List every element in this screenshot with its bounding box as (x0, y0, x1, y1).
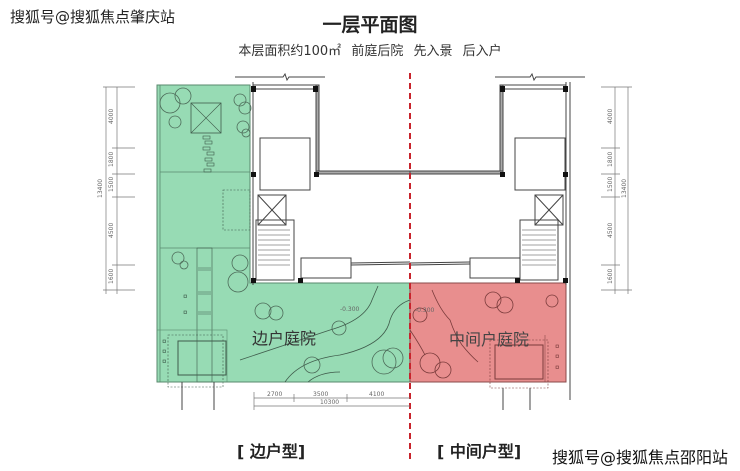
dim-h-0: 2700 (267, 391, 282, 398)
elevation-mark-end: -0.300 (340, 306, 360, 313)
subtitle-area: 本层面积约100㎡ (238, 44, 342, 59)
dim-v-left-2: 1500 (108, 177, 115, 192)
subtitle-view: 先入景 (413, 44, 453, 59)
watermark-top: 搜狐号@搜狐焦点肇庆站 (10, 8, 176, 26)
subtitle-entry: 后入户 (462, 44, 502, 59)
dim-v-right-total: 13400 (621, 179, 628, 198)
end-yard-label: 边户庭院 (252, 329, 316, 348)
dim-v-left-total: 13400 (97, 179, 104, 198)
dim-v-left-3: 4500 (108, 223, 115, 238)
vertical-dimension-right (601, 86, 632, 294)
middle-unit-yard-area (409, 282, 567, 389)
page-title: 一层平面图 (322, 14, 418, 36)
end-unit-yard-area (156, 84, 411, 388)
elevation-mark-middle: -0.300 (415, 307, 435, 314)
horizontal-dimension (253, 392, 410, 410)
end-unit-label: [ 边户型] (237, 442, 306, 461)
tree-icons (159, 87, 404, 375)
dim-v-right-1: 1800 (607, 152, 614, 167)
dim-h-1: 3500 (313, 391, 328, 398)
middle-yard-label: 中间户庭院 (449, 330, 529, 349)
dim-v-right-3: 4500 (607, 223, 614, 238)
page-subtitle: 本层面积约100㎡ 前庭后院 先入景 后入户 (0, 40, 740, 59)
dim-h-total: 10300 (320, 399, 339, 406)
columns (251, 86, 568, 283)
dim-h-2: 4100 (369, 391, 384, 398)
dim-v-left-0: 4000 (108, 109, 115, 124)
dim-v-right-2: 1500 (607, 177, 614, 192)
watermark-bottom: 搜狐号@搜狐焦点邵阳站 (552, 448, 729, 467)
dim-v-right-4: 1600 (607, 269, 614, 284)
dim-v-left-4: 1600 (108, 269, 115, 284)
building-walls (181, 72, 585, 410)
vertical-dimension-left (103, 86, 135, 294)
middle-unit-label: [ 中间户型] (437, 442, 522, 461)
dim-v-right-0: 4000 (607, 109, 614, 124)
dim-v-left-1: 1800 (108, 152, 115, 167)
subtitle-layout: 前庭后院 (351, 44, 404, 59)
